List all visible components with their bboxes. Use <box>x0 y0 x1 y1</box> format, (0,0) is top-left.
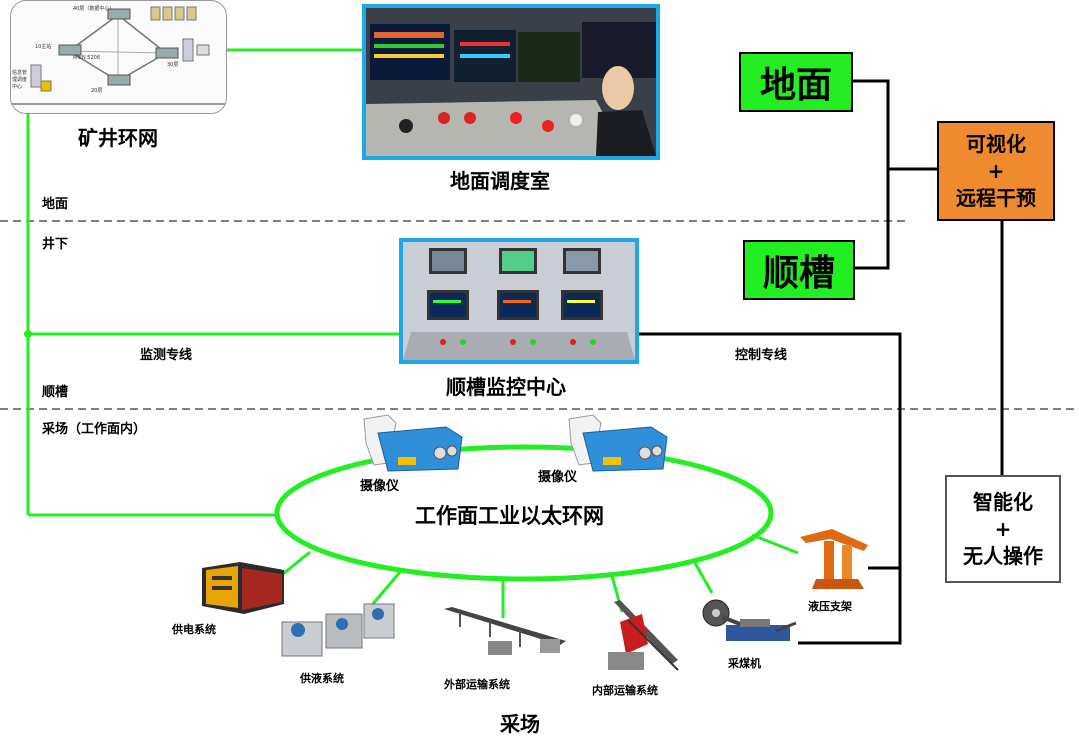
shearer-label: 采煤机 <box>728 657 761 670</box>
level-label-shuncao: 顺槽 <box>42 385 69 400</box>
ethernet-ring <box>274 444 774 582</box>
level-label-underground: 井下 <box>42 237 69 252</box>
mining-area-title: 采场 <box>500 712 540 736</box>
shearer-icon <box>700 595 798 653</box>
surface-box: 地面 <box>739 52 853 112</box>
external-conveyor-label: 外部运输系统 <box>444 678 510 691</box>
network-center-left: 信息管理调度中心 <box>12 70 28 90</box>
network-node-right: 30层 <box>167 62 179 68</box>
intelligence-line1: 智能化 <box>973 489 1033 514</box>
intelligence-line2: + <box>994 516 1012 541</box>
network-node-top: 40层（数据中心） <box>73 6 115 12</box>
hydraulic-support-icon <box>798 527 870 593</box>
network-node-left: 10主站 <box>35 44 52 50</box>
external-conveyor-icon <box>440 605 570 663</box>
control-line <box>638 332 902 645</box>
intelligence-line3: 无人操作 <box>963 543 1043 568</box>
camera-2-label: 摄像仪 <box>538 470 578 485</box>
power-system-icon <box>200 560 286 616</box>
shuncao-center-title: 顺槽监控中心 <box>446 375 566 399</box>
network-switch-model: MIEN 5208 <box>73 55 101 61</box>
hydraulic-supply-label: 供液系统 <box>300 672 344 685</box>
power-system-label: 供电系统 <box>172 623 216 636</box>
visualization-box: 可视化 + 远程干预 <box>937 121 1055 221</box>
internal-conveyor-label: 内部运输系统 <box>592 684 658 697</box>
control-line-label: 控制专线 <box>735 348 788 363</box>
shuncao-box: 顺槽 <box>743 240 855 300</box>
bracket-line <box>850 79 890 270</box>
network-node-bottom: 20层 <box>91 88 103 94</box>
surface-dispatch-photo <box>362 4 660 160</box>
visualization-line3: 远程干预 <box>956 185 1036 210</box>
hydraulic-supply-icon <box>278 600 398 662</box>
level-label-surface: 地面 <box>42 197 69 212</box>
visualization-line1: 可视化 <box>966 131 1026 156</box>
junction-dot <box>24 330 32 338</box>
surface-dispatch-title: 地面调度室 <box>450 169 550 193</box>
camera-2-icon <box>563 413 673 473</box>
camera-1-icon <box>358 413 468 473</box>
ring-title: 工作面工业以太环网 <box>415 504 604 528</box>
internal-conveyor-icon <box>598 600 690 680</box>
camera-1-label: 摄像仪 <box>360 479 400 494</box>
mine-network-title: 矿井环网 <box>78 126 158 150</box>
level-label-mining-face: 采场（工作面内） <box>42 422 147 437</box>
intelligence-box: 智能化 + 无人操作 <box>945 475 1061 583</box>
monitor-line-label: 监测专线 <box>140 348 193 363</box>
hydraulic-support-label: 液压支架 <box>808 600 852 613</box>
shuncao-center-photo <box>399 238 639 364</box>
visualization-line2: + <box>987 158 1005 183</box>
mine-network-diagram: 40层（数据中心） 10主站 MIEN 5208 30层 20层 信息管理调度中… <box>10 0 227 114</box>
